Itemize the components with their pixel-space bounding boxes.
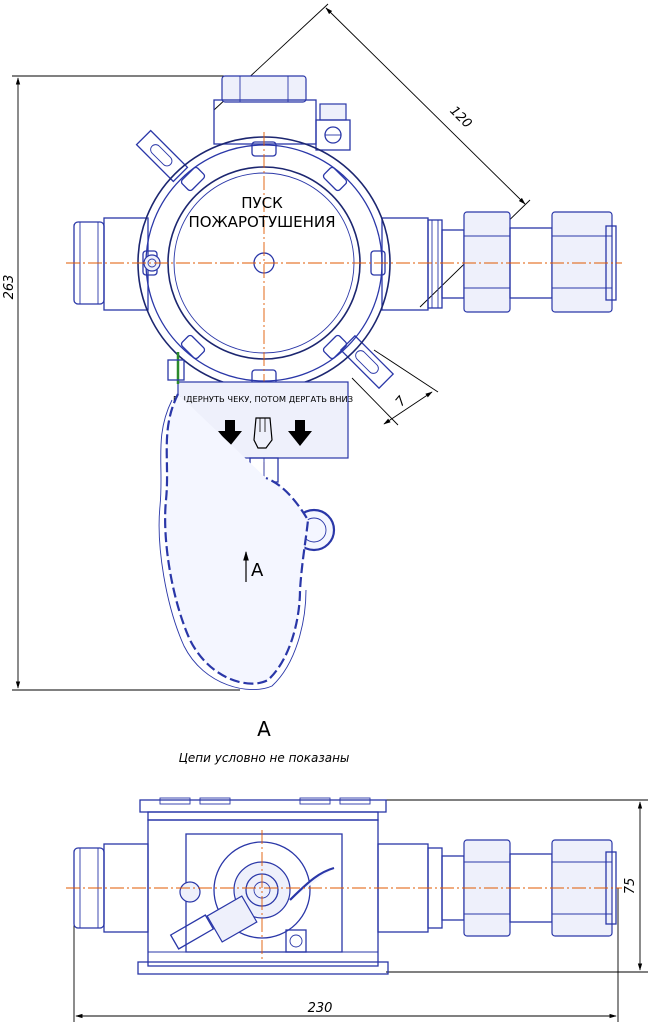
section-note: Цепи условно не показаны — [179, 751, 350, 765]
dimension-width-total-label: 230 — [308, 1001, 333, 1016]
safety-chain — [158, 393, 310, 690]
hand-icon — [253, 417, 273, 449]
arrow-down-icon — [288, 420, 312, 446]
arrow-down-icon — [218, 420, 242, 446]
lid-top — [139, 797, 387, 821]
seal-clip — [167, 352, 185, 384]
instruction-text: ВЫДЕРНУТЬ ЧЕКУ, ПОТОМ ДЕРГАТЬ ВНИЗ — [173, 394, 353, 404]
side-mechanism — [169, 833, 343, 953]
ground-terminal — [315, 103, 351, 151]
side-view: 75 230 — [66, 797, 648, 1022]
view-arrow-label: А — [251, 560, 264, 581]
dimension-height-total: 263 — [2, 75, 240, 691]
top-cap-nut — [213, 75, 317, 145]
dimension-height-bottom: 75 — [376, 799, 648, 973]
view-arrow: А — [243, 551, 264, 582]
panel-title-line2: ПОЖАРОТУШЕНИЯ — [188, 213, 335, 231]
dimension-offset-label: 7 — [393, 393, 410, 410]
section-title: А — [257, 717, 271, 741]
dimension-diagonal-label: 120 — [446, 103, 474, 131]
front-view: 263 120 7 — [2, 3, 622, 691]
panel-title-line1: ПУСК — [241, 194, 283, 212]
dimension-height-bottom-label: 75 — [623, 878, 638, 895]
dimension-width-total: 230 — [73, 888, 619, 1022]
left-cable-gland — [73, 217, 149, 311]
mounting-lug-bottom-right — [339, 334, 395, 390]
dimension-offset: 7 — [351, 349, 439, 426]
dimension-height-total-label: 263 — [2, 275, 17, 300]
right-cable-gland — [381, 211, 617, 313]
mounting-lug-top-left — [135, 129, 189, 183]
